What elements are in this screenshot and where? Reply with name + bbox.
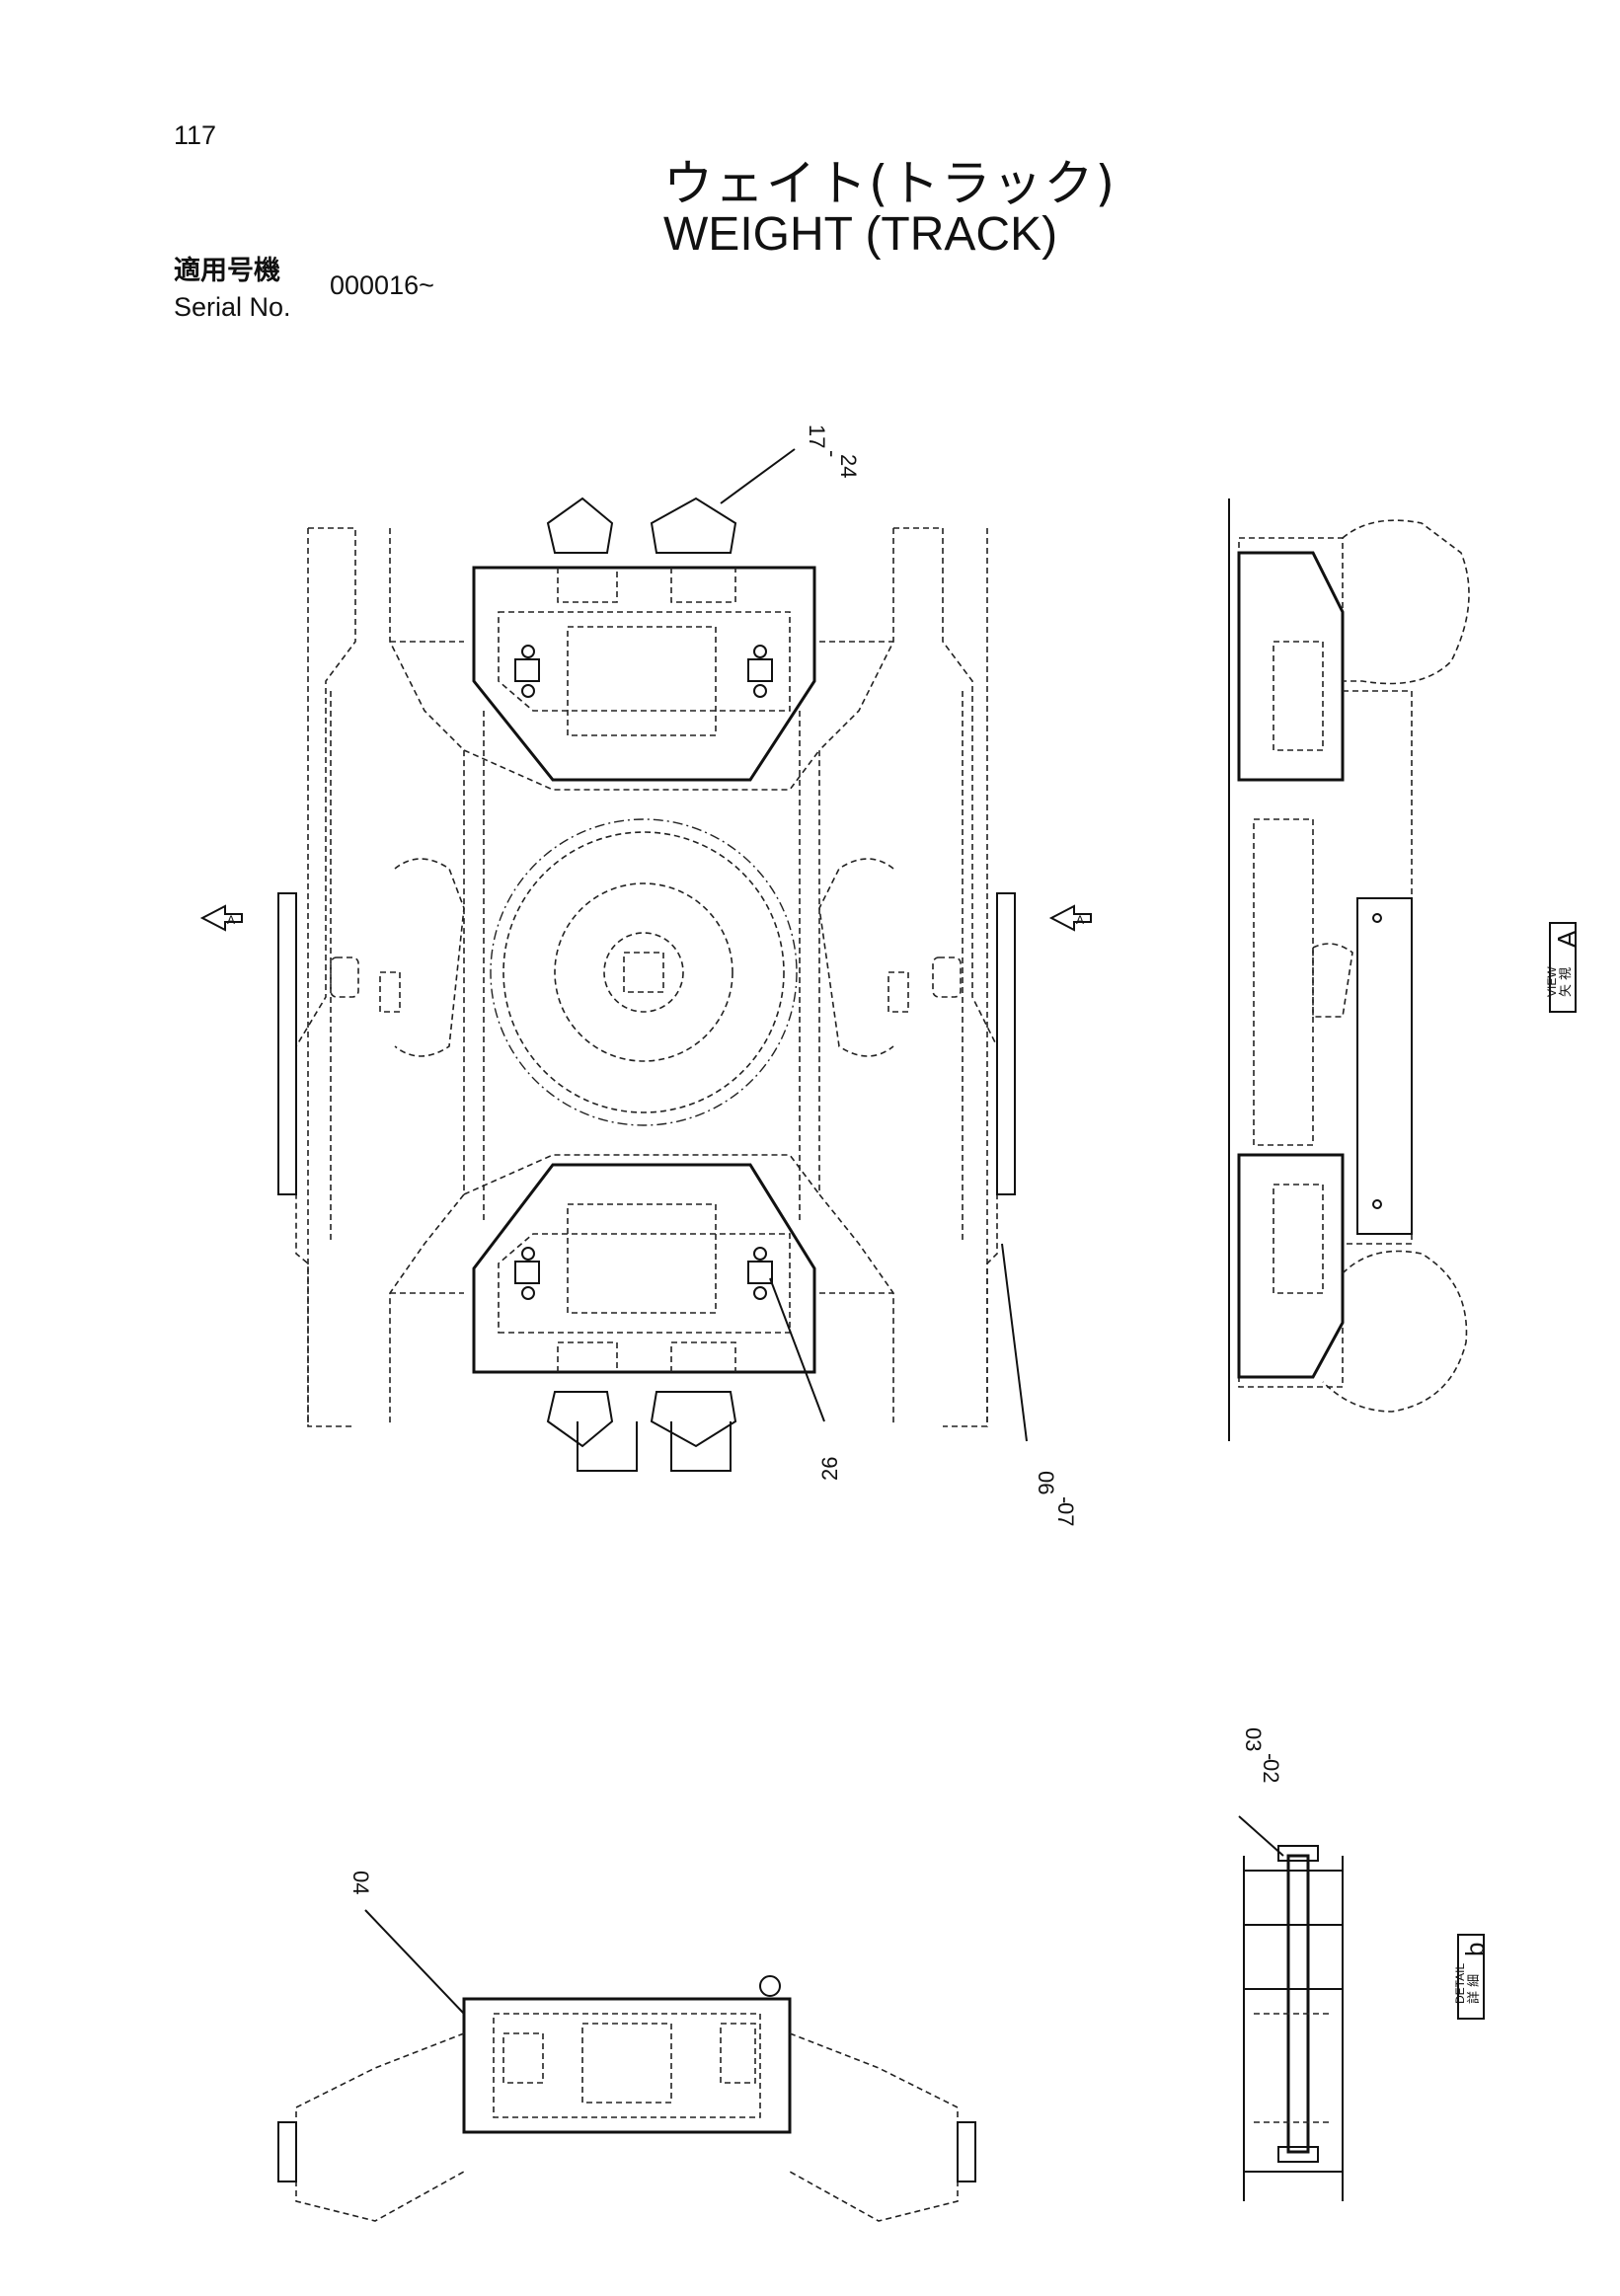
view-arrow-left: A	[199, 904, 243, 932]
side-view-a-drawing	[1228, 498, 1470, 1441]
svg-text:06: 06	[1034, 1471, 1058, 1494]
detail-b-drawing	[1243, 1845, 1344, 2201]
svg-text:02: 02	[1259, 1759, 1283, 1783]
svg-text:詳 細: 詳 細	[1466, 1974, 1482, 2004]
callout-04: 04	[348, 1871, 373, 1894]
svg-text:26: 26	[817, 1457, 842, 1481]
page-title-jp: ウェイト(トラック)	[663, 155, 1118, 212]
view-arrow-right: A	[1048, 904, 1092, 932]
svg-text:b: b	[1460, 1943, 1490, 1956]
top-view-drawing	[277, 497, 1016, 1472]
svg-text:DETAIL: DETAIL	[1453, 1963, 1467, 2004]
svg-text:03: 03	[1241, 1727, 1266, 1751]
svg-text:A: A	[1552, 930, 1581, 948]
leader-line	[720, 448, 796, 504]
leader-line	[769, 1277, 825, 1422]
svg-text:07: 07	[1053, 1502, 1078, 1526]
serial-label-jp: 適用号機	[174, 256, 280, 286]
svg-text:04: 04	[348, 1871, 373, 1894]
detail-b-label: 詳 細 DETAIL b	[1453, 1934, 1490, 2020]
svg-text:17: 17	[805, 424, 829, 448]
callout-03-02-01: 03 - 02	[1241, 1727, 1283, 1783]
svg-text:VIEW: VIEW	[1545, 966, 1559, 997]
leader-line	[364, 1909, 465, 2015]
callout-06-07-08: 06 - 07	[1034, 1471, 1078, 1526]
page-title-en: WEIGHT (TRACK)	[663, 208, 1058, 261]
view-arrow-left-label: A	[227, 913, 235, 927]
callout-17-24: 17 - 24	[805, 424, 861, 478]
leader-line	[1238, 1815, 1284, 1857]
page-number: 117	[174, 120, 217, 150]
svg-text:矢 視: 矢 視	[1559, 967, 1574, 997]
svg-text:-: -	[1259, 1753, 1283, 1760]
serial-label-en: Serial No.	[174, 292, 291, 322]
svg-text:-: -	[1053, 1496, 1078, 1503]
view-a-label: 矢 視 VIEW A	[1545, 922, 1581, 1013]
view-arrow-right-label: A	[1076, 913, 1084, 927]
svg-text:-: -	[820, 450, 845, 457]
svg-text:24: 24	[836, 454, 861, 478]
serial-number-value: 000016~	[330, 270, 434, 300]
weight-front-view-drawing	[277, 1975, 976, 2222]
callout-26: 26	[817, 1457, 842, 1481]
leader-line	[1001, 1243, 1028, 1442]
